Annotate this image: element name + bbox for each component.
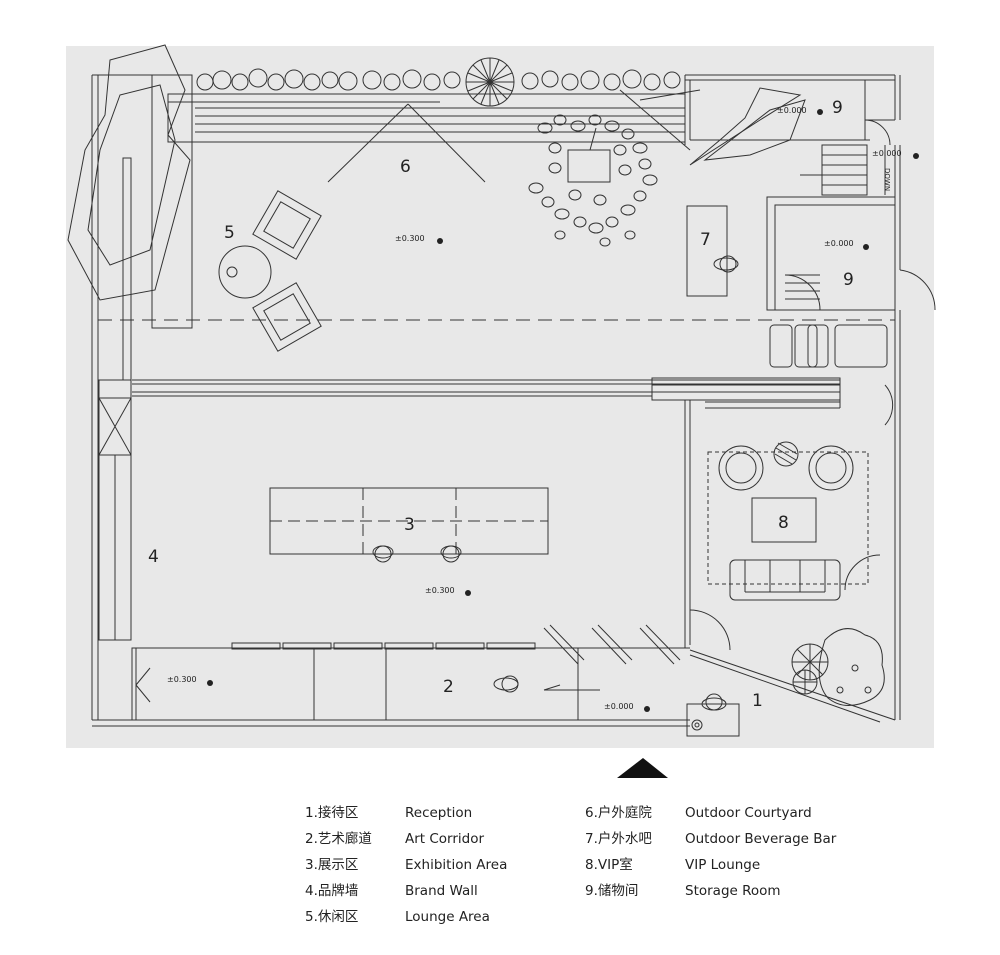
legend-item: 7.户外水吧 Outdoor Beverage Bar bbox=[585, 829, 836, 855]
legend-zh: 1.接待区 bbox=[305, 805, 359, 821]
legend-en: Exhibition Area bbox=[405, 857, 508, 873]
legend-zh: 5.休闲区 bbox=[305, 909, 359, 925]
legend-zh: 4.品牌墙 bbox=[305, 883, 359, 899]
vip-room bbox=[684, 384, 894, 651]
legend-zh: 2.艺术廊道 bbox=[305, 831, 372, 847]
legend-item: 1.接待区 Reception bbox=[305, 803, 507, 829]
legend-en: Lounge Area bbox=[405, 909, 490, 925]
legend-zh: 9.储物间 bbox=[585, 883, 639, 899]
legend-en: Brand Wall bbox=[405, 883, 478, 899]
zone-number-storage-a: 9 bbox=[832, 98, 843, 118]
reception-desk bbox=[686, 649, 896, 737]
legend-zh: 7.户外水吧 bbox=[585, 831, 652, 847]
zone-numbers: 1 2 3 4 5 6 7 8 9 9 bbox=[148, 98, 854, 711]
left-bench bbox=[151, 74, 193, 329]
storage-room-mid bbox=[766, 196, 936, 311]
floor-plan: ±0.000 ±0.000 ±0.000 ±0.300 ±0.300 ±0.30… bbox=[66, 44, 936, 778]
exhibition-table bbox=[269, 487, 549, 555]
lounge-chairs bbox=[218, 190, 322, 352]
corridor-partitions bbox=[131, 624, 690, 721]
level-storage-a: ±0.000 bbox=[777, 106, 807, 115]
person-figures bbox=[372, 255, 739, 711]
storage-room-top bbox=[689, 80, 895, 166]
hedge-shrubs bbox=[196, 68, 681, 91]
rock-garden bbox=[528, 89, 701, 247]
legend-item: 6.户外庭院 Outdoor Courtyard bbox=[585, 803, 836, 829]
zone-number-vip: 8 bbox=[778, 513, 789, 533]
stair-landing bbox=[800, 144, 886, 196]
level-corridor: ±0.300 bbox=[167, 675, 197, 684]
brand-wall-panels bbox=[98, 157, 132, 641]
stair-down-label: DOWN bbox=[883, 168, 891, 191]
zone-number-courtyard: 6 bbox=[400, 157, 411, 177]
legend-left-column: 1.接待区 Reception 2.艺术廊道 Art Corridor 3.展示区 E… bbox=[305, 803, 507, 933]
level-exhibition: ±0.300 bbox=[425, 586, 455, 595]
zone-number-art-corridor: 2 bbox=[443, 677, 454, 697]
legend-en: Outdoor Courtyard bbox=[685, 805, 812, 821]
courtyard-guide-lines bbox=[327, 103, 486, 183]
zone-number-lounge: 5 bbox=[224, 223, 235, 243]
legend-item: 9.储物间 Storage Room bbox=[585, 881, 836, 907]
courtyard-pool bbox=[167, 93, 686, 143]
legend-item: 4.品牌墙 Brand Wall bbox=[305, 881, 507, 907]
zone-number-beverage-bar: 7 bbox=[700, 230, 711, 250]
legend-en: VIP Lounge bbox=[685, 857, 761, 873]
corner-plants bbox=[791, 628, 885, 706]
storage-cushions bbox=[769, 324, 888, 368]
legend-en: Storage Room bbox=[685, 883, 781, 899]
legend-item: 8.VIP室 VIP Lounge bbox=[585, 855, 836, 881]
level-lounge: ±0.300 bbox=[395, 234, 425, 243]
zone-number-brand-wall: 4 bbox=[148, 547, 159, 567]
level-storage-b: ±0.000 bbox=[824, 239, 854, 248]
vip-sofa bbox=[729, 559, 841, 601]
plan-background bbox=[66, 46, 934, 748]
legend-en: Outdoor Beverage Bar bbox=[685, 831, 837, 847]
zone-number-storage-b: 9 bbox=[843, 270, 854, 290]
interior-division-walls bbox=[132, 377, 841, 409]
entrance-arrow-icon bbox=[617, 758, 668, 778]
legend-item: 5.休闲区 Lounge Area bbox=[305, 907, 507, 933]
zone-number-exhibition: 3 bbox=[404, 515, 415, 535]
palm-tree bbox=[465, 57, 515, 107]
legend-item: 2.艺术廊道 Art Corridor bbox=[305, 829, 507, 855]
zone-number-reception: 1 bbox=[752, 691, 763, 711]
beverage-bar-counter bbox=[686, 205, 728, 297]
legend-item: 3.展示区 Exhibition Area bbox=[305, 855, 507, 881]
legend-en: Reception bbox=[405, 805, 473, 821]
legend-zh: 6.户外庭院 bbox=[585, 805, 652, 821]
level-markers: ±0.000 ±0.000 ±0.000 ±0.300 ±0.300 ±0.30… bbox=[167, 106, 919, 712]
left-sculpture-outline bbox=[67, 44, 191, 301]
legend-zh: 3.展示区 bbox=[305, 857, 359, 873]
level-reception: ±0.000 bbox=[604, 702, 634, 711]
legend-right-column: 6.户外庭院 Outdoor Courtyard 7.户外水吧 Outdoor Be… bbox=[585, 803, 836, 907]
level-stair-landing: ±0.000 bbox=[872, 149, 902, 158]
legend-zh: 8.VIP室 bbox=[585, 857, 633, 873]
legend-en: Art Corridor bbox=[405, 831, 485, 847]
vip-armchairs bbox=[718, 441, 854, 491]
